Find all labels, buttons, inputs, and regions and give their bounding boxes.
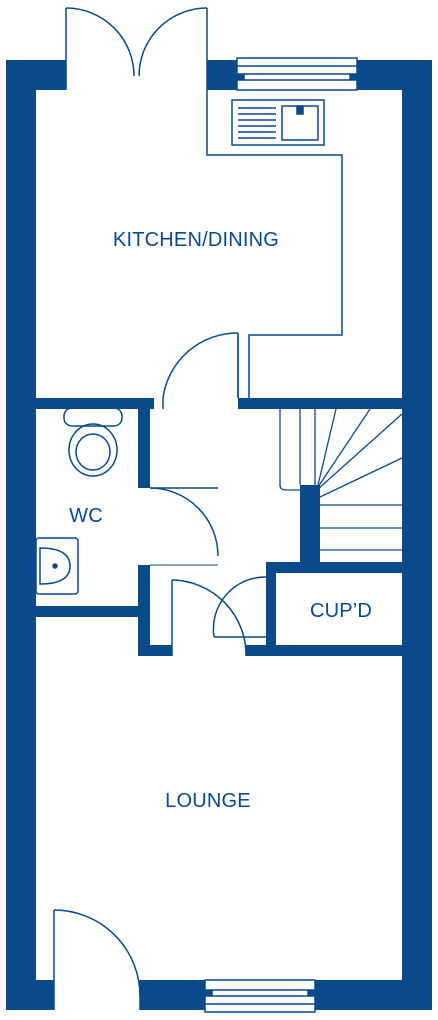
toilet-icon [63,407,123,477]
external-walls [6,60,432,1010]
french-doors [65,7,208,90]
lounge-label: LOUNGE [165,790,251,812]
bottom-wall-right [315,980,432,1010]
stair-newel [300,485,318,497]
wc-label: WC [69,505,103,527]
cupboard-door [212,576,267,638]
wc-door [149,487,219,566]
sink-outline [231,99,325,146]
kitchen-stairs-wall [238,398,402,409]
bottom-wall-left [6,980,54,1010]
top-wall-right [357,60,432,90]
wc-wall-upper [138,398,150,488]
internal-walls [36,398,402,656]
hall-bottom-wall-left [138,645,172,656]
lounge-door [171,579,247,657]
top-wall-left [6,60,66,90]
cupboard-left-wall [266,562,276,656]
basin-icon [35,537,79,595]
cupboard-label: CUP’D [310,600,372,622]
bottom-wall-mid [140,980,205,1010]
hall-bottom-wall-right [246,645,402,656]
kitchen-wc-wall [36,398,154,409]
wc-bottom-wall [36,606,150,617]
cupboard-top-wall [266,562,402,573]
kitchen-dining-label: KITCHEN/DINING [113,229,279,251]
worktop-outline [206,90,343,398]
left-wall [6,60,36,1010]
staircase [279,408,403,551]
top-wall-mid [207,60,237,90]
lounge-window [204,979,316,1013]
hall-door [162,332,239,409]
sink-icon [231,99,325,146]
right-wall [402,60,432,1010]
front-door [53,909,141,1010]
kitchen-window [236,57,358,91]
stair-left-wall [300,485,320,573]
